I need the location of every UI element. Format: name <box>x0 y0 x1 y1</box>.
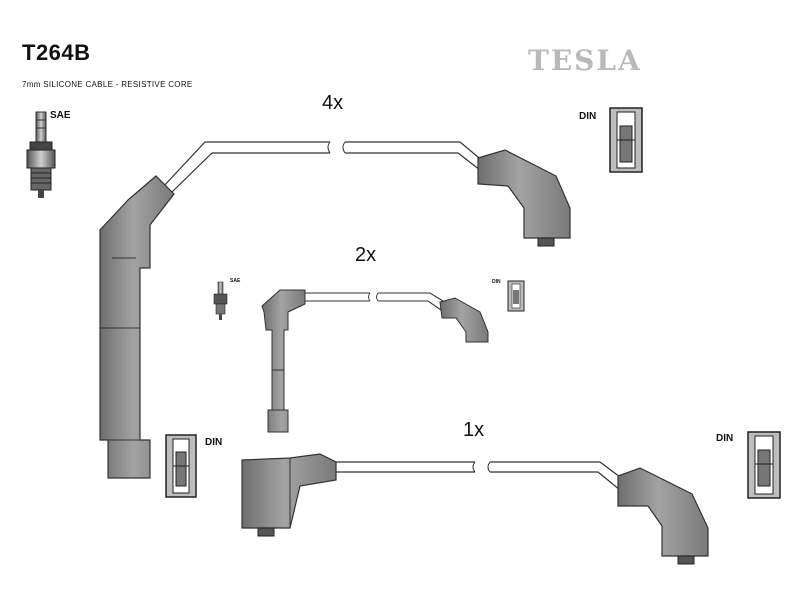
spark-plug-sae-small-icon <box>213 281 228 320</box>
quantity-bottom: 1x <box>463 419 485 441</box>
cable-short-1x <box>241 453 709 565</box>
label-sae-small: SAE <box>230 278 241 284</box>
terminal-din-small-icon <box>507 280 525 312</box>
terminal-din-top-icon <box>609 107 643 173</box>
label-din-left: DIN <box>205 437 223 448</box>
label-din-small: DIN <box>492 279 501 285</box>
spark-plug-sae-icon <box>26 111 56 198</box>
quantity-top: 4x <box>322 92 344 114</box>
brand-logo: TESLA <box>528 44 642 77</box>
quantity-middle: 2x <box>355 244 377 266</box>
label-din-top: DIN <box>579 111 597 122</box>
label-sae-top: SAE <box>50 110 71 121</box>
cable-long-4x <box>99 141 571 479</box>
label-din-right: DIN <box>716 433 734 444</box>
subtitle: 7mm SILICONE CABLE - RESISTIVE CORE <box>22 80 193 89</box>
part-number: T264B <box>22 40 91 65</box>
terminal-din-right-icon <box>747 431 781 499</box>
terminal-din-left-icon <box>165 434 197 498</box>
cable-medium-2x <box>261 289 489 433</box>
